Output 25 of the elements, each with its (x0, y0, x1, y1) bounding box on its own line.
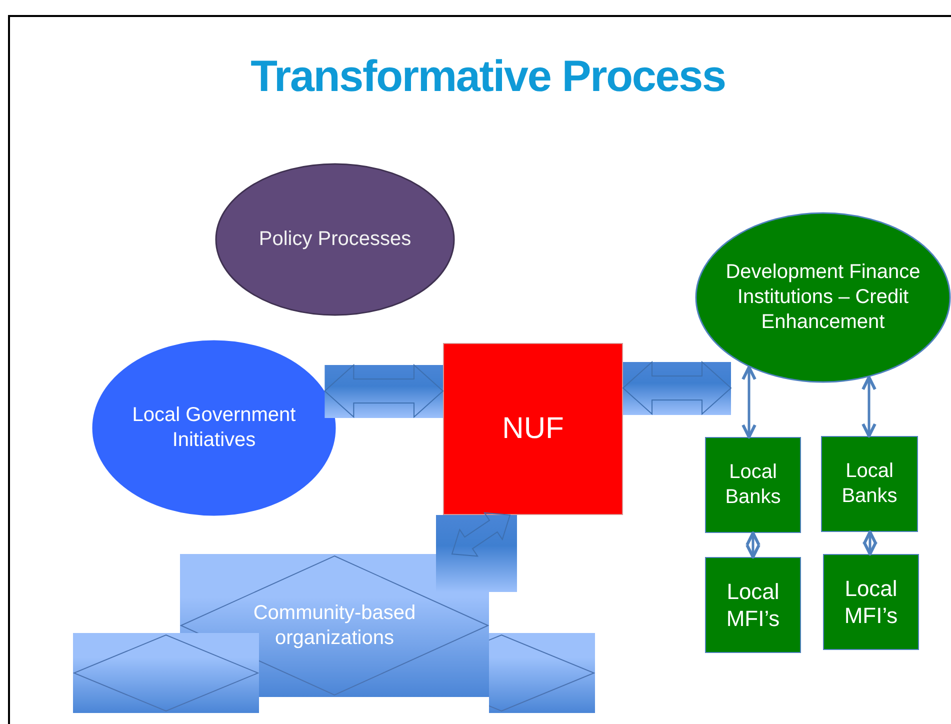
square-box (705, 437, 801, 533)
node-label: Community-based organizations (252, 600, 417, 650)
node-label: Development Finance Institutions – Credit Enhancement (724, 260, 922, 335)
node-label: Local Banks (724, 460, 782, 510)
diamond-panel (73, 633, 259, 713)
node-label: NUF (502, 411, 564, 448)
ellipse-shape (215, 163, 455, 316)
title: Transformative Process (250, 51, 726, 103)
square-box (821, 436, 918, 532)
node-label: Local Government Initiatives (131, 403, 297, 453)
square-box (705, 557, 801, 653)
square-box (823, 554, 919, 650)
double-arrow (742, 366, 756, 438)
node-label: Local Banks (840, 459, 898, 509)
node-label: Local MFI’s (843, 574, 899, 630)
block-arrow (451, 512, 511, 557)
ellipse-shape (92, 340, 336, 516)
square-box (443, 343, 623, 515)
node-label: Local MFI’s (725, 578, 781, 632)
double-arrow (746, 532, 760, 558)
double-arrow (862, 530, 878, 556)
double-arrow (862, 376, 876, 438)
node-label: Policy Processes (258, 227, 412, 252)
ellipse-shape (695, 212, 951, 383)
diamond-panel (489, 633, 595, 713)
